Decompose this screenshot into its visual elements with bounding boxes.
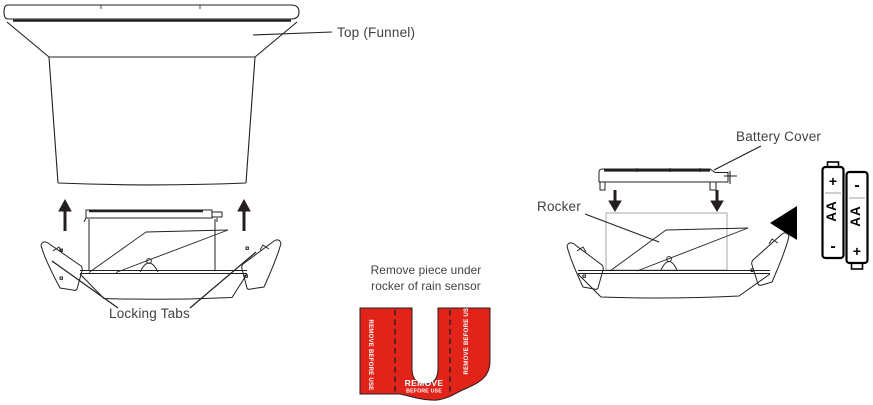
red-removal-piece xyxy=(359,307,491,401)
insert-arrow-icon xyxy=(770,206,797,240)
battery-left-top-symbol: + xyxy=(829,173,837,189)
red-piece-fold-lines xyxy=(394,310,451,396)
locking-tabs-leader-lines xyxy=(51,251,257,309)
right-rocker xyxy=(609,227,749,272)
press-arrows xyxy=(608,190,724,212)
battery-right-top-symbol: - xyxy=(854,177,859,194)
up-arrow-icon-left xyxy=(58,199,72,231)
right-base-illustration xyxy=(566,212,790,299)
right-locking-tab xyxy=(241,239,282,290)
funnel-plate-ticks xyxy=(100,5,201,9)
battery-left-bottom-symbol: - xyxy=(830,238,835,255)
rocker-label: Rocker xyxy=(537,199,581,214)
left-locking-tab xyxy=(40,241,83,291)
aa-battery-left: + AA - xyxy=(821,161,845,260)
left-rocker xyxy=(88,229,229,273)
red-piece-right-text: REMOVE BEFORE USE xyxy=(464,303,470,375)
left-base-illustration xyxy=(40,209,282,300)
battery-left-size-label: AA xyxy=(824,200,839,222)
right-base-right-tab xyxy=(750,232,790,286)
funnel-illustration xyxy=(3,4,300,186)
aa-battery-right: - AA + xyxy=(845,170,869,270)
locking-tabs-label: Locking Tabs xyxy=(109,306,190,321)
red-piece-left-text: REMOVE BEFORE USE xyxy=(367,319,373,391)
red-piece-shape xyxy=(359,307,491,401)
right-base-left-tab xyxy=(566,242,604,290)
red-piece-bottom-subtext: BEFORE USE xyxy=(406,387,442,394)
right-battery-box xyxy=(605,212,728,271)
funnel-body xyxy=(6,21,298,186)
left-battery-cover xyxy=(83,209,223,223)
battery-cover-label: Battery Cover xyxy=(736,129,822,144)
battery-right-size-label: AA xyxy=(848,205,863,227)
lift-arrows xyxy=(58,199,251,231)
top-funnel-label: Top (Funnel) xyxy=(337,25,416,40)
right-battery-cover-illustration xyxy=(598,168,737,191)
note-line-1: Remove piece under xyxy=(370,263,482,277)
top-funnel-leader-line xyxy=(252,31,333,36)
funnel-top-plate xyxy=(3,4,300,20)
note-line-2: rocker of rain sensor xyxy=(371,278,481,293)
battery-illustration: + AA - - AA + xyxy=(821,161,869,270)
rocker-leader-line xyxy=(584,213,660,243)
red-piece-bottom-text: REMOVE xyxy=(404,377,444,388)
middle-instruction-note: Remove piece under rocker of rain sensor xyxy=(353,263,499,294)
down-arrow-icon-right xyxy=(710,190,724,212)
battery-right-bottom-symbol: + xyxy=(853,243,861,259)
battery-cover-leader-line xyxy=(713,145,762,171)
right-tray xyxy=(577,270,771,299)
left-battery-box xyxy=(88,219,216,271)
up-arrow-icon-right xyxy=(237,199,251,231)
down-arrow-icon-left xyxy=(608,190,622,212)
left-tray xyxy=(79,270,248,300)
